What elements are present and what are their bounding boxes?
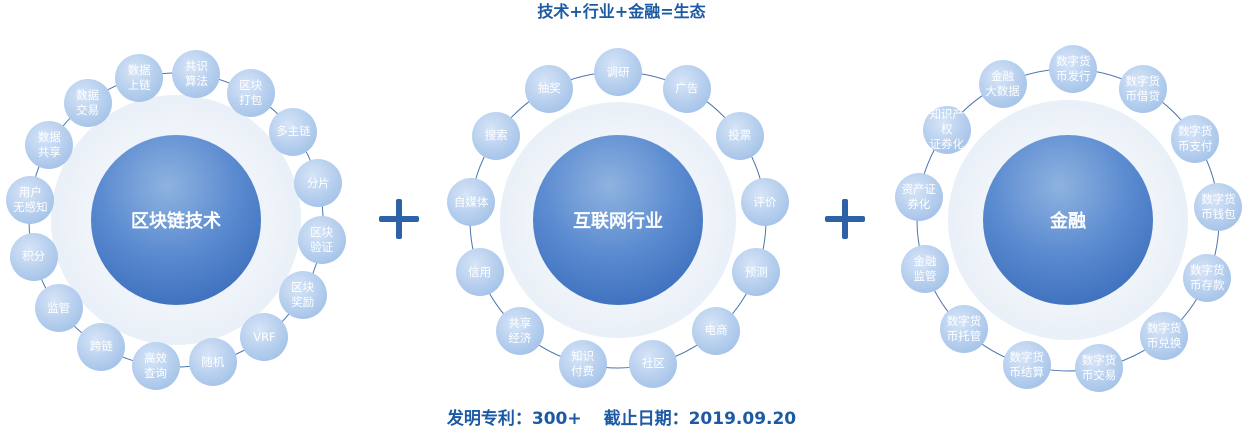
center-finance: 金融: [983, 135, 1153, 305]
ring-node: 资产证 券化: [894, 172, 943, 221]
ring-node: 共识 算法: [172, 50, 221, 99]
ring-node: 监管: [34, 284, 83, 333]
center-internet-industry: 互联网行业: [533, 135, 703, 305]
ring-node: 电商: [692, 306, 741, 355]
ring-node: VRF: [240, 313, 289, 362]
ring-node: 数据 上链: [115, 53, 164, 102]
ring-node: 数字货 币发行: [1049, 45, 1098, 94]
ring-node: 抽奖: [525, 64, 574, 113]
ring-node: 用户 无感知: [6, 175, 55, 224]
ring-node: 数字货 币存款: [1183, 254, 1232, 303]
ring-node: 数据 共享: [25, 121, 74, 170]
ring-node: 积分: [9, 232, 58, 281]
ring-node: 区块 验证: [297, 216, 346, 265]
ring-node: 数字货 币借贷: [1118, 64, 1167, 113]
ring-node: 随机: [188, 338, 237, 387]
ring-node: 搜索: [472, 111, 521, 160]
footer-info: 发明专利：300+ 截止日期：2019.09.20: [0, 407, 1243, 431]
page-title: 技术+行业+金融=生态: [537, 2, 706, 21]
ring-node: 数字货 币兑换: [1140, 312, 1189, 361]
ring-node: 金融 监管: [901, 244, 950, 293]
ring-node: 社区: [629, 339, 678, 388]
ring-node: 评价: [740, 178, 789, 227]
patent-count: 发明专利：300+: [446, 409, 582, 429]
plus-icon: [379, 199, 419, 239]
ring-node: 知识 付费: [558, 339, 607, 388]
ring-node: 共享 经济: [495, 306, 544, 355]
center-blockchain-tech: 区块链技术: [91, 135, 261, 305]
ring-node: 高效 查询: [131, 341, 180, 390]
ring-node: 调研: [594, 48, 642, 96]
ring-node: 跨链: [77, 322, 126, 371]
ring-node: 多主链: [269, 107, 318, 156]
ring-node: 数据 交易: [63, 78, 112, 127]
plus-icon: [825, 199, 865, 239]
ring-node: 区块 奖励: [278, 270, 327, 319]
ring-node: 信用: [455, 248, 504, 297]
ring-node: 投票: [715, 111, 764, 160]
ring-node: 数字货 币钱包: [1194, 183, 1243, 232]
ring-node: 数字货 币支付: [1171, 114, 1220, 163]
ring-node: 知识产权 证券化: [922, 105, 971, 154]
ring-node: 自媒体: [447, 178, 496, 227]
deadline-date: 截止日期：2019.09.20: [603, 409, 797, 429]
ring-node: 预测: [732, 248, 781, 297]
ring-node: 数字货 币托管: [939, 305, 988, 354]
ring-node: 区块 打包: [226, 69, 275, 118]
ring-node: 金融 大数据: [978, 59, 1027, 108]
ring-node: 广告: [662, 64, 711, 113]
ring-node: 分片: [294, 159, 343, 208]
ring-node: 数字货 币结算: [1002, 341, 1051, 390]
ring-node: 数字货 币交易: [1074, 343, 1123, 392]
